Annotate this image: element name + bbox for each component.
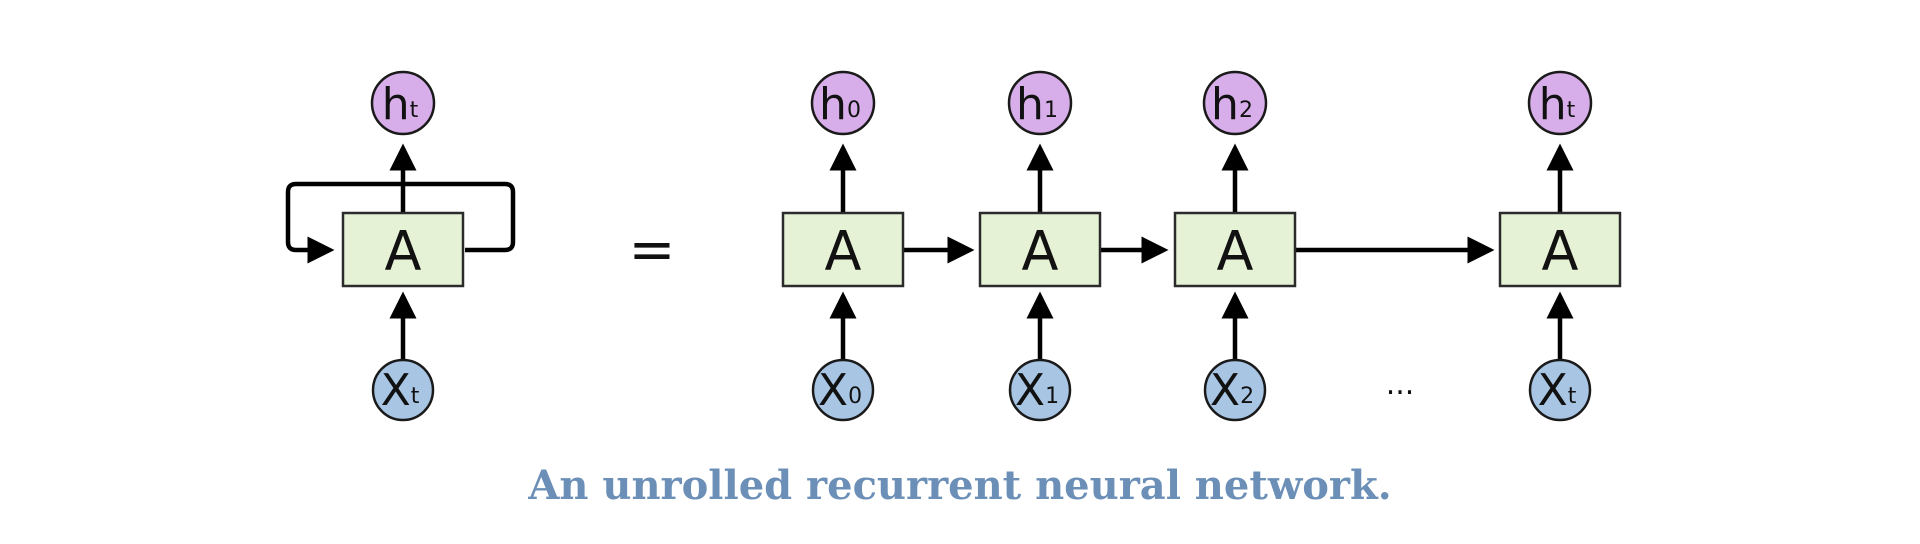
unrolled-step: A h0 X0	[781, 70, 905, 422]
rolled-output-node	[370, 70, 436, 136]
cell-a	[978, 211, 1102, 288]
output-node	[1202, 70, 1268, 136]
rolled-cell-a	[341, 211, 465, 288]
output-node	[810, 70, 876, 136]
equals-sign: =	[629, 218, 676, 283]
cell-a	[781, 211, 905, 288]
output-node	[1007, 70, 1073, 136]
input-label: X0	[818, 365, 862, 416]
output-label: h2	[1211, 79, 1253, 130]
rolled-recurrent-loop	[285, 181, 516, 264]
cell-label: A	[825, 220, 862, 283]
rolled-input-label: Xt	[381, 365, 420, 416]
caption: An unrolled recurrent neural network.	[528, 462, 1392, 509]
cell-a	[1173, 211, 1297, 288]
output-label: h1	[1016, 79, 1058, 130]
cell-label: A	[1022, 220, 1059, 283]
rolled-output-label: ht	[382, 79, 419, 130]
unrolled-step: A ht Xt	[1498, 70, 1622, 422]
input-node	[1008, 358, 1072, 422]
rolled-rnn: A ht Xt	[285, 70, 516, 422]
input-label: X2	[1210, 365, 1254, 416]
input-node	[811, 358, 875, 422]
input-label: Xt	[1538, 365, 1577, 416]
cell-label: A	[1217, 220, 1254, 283]
ellipsis: ...	[1386, 367, 1415, 402]
rolled-cell-label: A	[385, 220, 422, 283]
cell-label: A	[1542, 220, 1579, 283]
rolled-input-node	[371, 358, 435, 422]
input-node	[1203, 358, 1267, 422]
input-label: X1	[1015, 365, 1059, 416]
cell-a	[1498, 211, 1622, 288]
input-node	[1528, 358, 1592, 422]
output-label: ht	[1539, 79, 1576, 130]
unrolled-step: A h1 X1	[978, 70, 1102, 422]
unrolled-step: A h2 X2	[1173, 70, 1297, 422]
output-node	[1527, 70, 1593, 136]
output-label: h0	[819, 79, 861, 130]
unrolled-rnn: A h0 X0 A h1 X1 A h2 X2	[781, 70, 1622, 422]
